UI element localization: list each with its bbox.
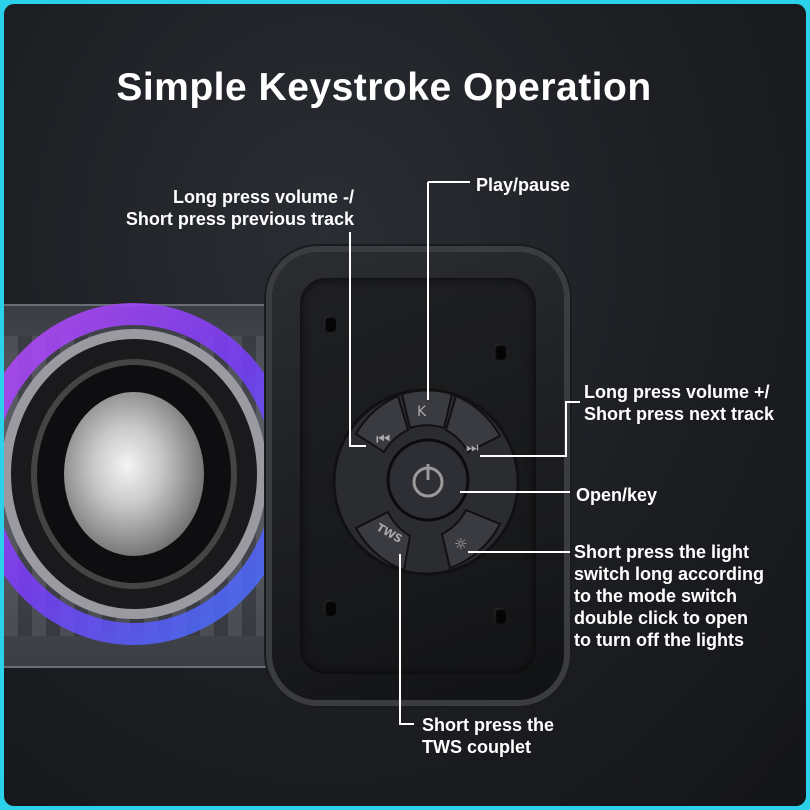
next-label-line: Short press next track bbox=[584, 404, 775, 424]
light-label: Short press the light switch long accord… bbox=[574, 541, 764, 651]
play-pause-button[interactable]: K bbox=[400, 389, 454, 430]
page-title: Simple Keystroke Operation bbox=[116, 66, 652, 109]
next-label: Long press volume +/ Short press next tr… bbox=[584, 381, 774, 425]
next-button[interactable]: ⏭ bbox=[444, 394, 502, 456]
tws-label-line: TWS couplet bbox=[422, 737, 531, 757]
prev-label: Long press volume -/ Short press previou… bbox=[126, 186, 354, 230]
tws-label-text: Short press the TWS couplet bbox=[422, 714, 554, 758]
light-icon: ☼ bbox=[454, 535, 467, 553]
prev-button[interactable]: ⏮ bbox=[354, 394, 410, 454]
light-label-line: switch long according bbox=[574, 564, 765, 584]
skip-previous-icon: ⏮ bbox=[376, 429, 390, 448]
tws-label-line: Short press the bbox=[422, 715, 555, 735]
light-label-line: double click to open bbox=[574, 608, 749, 628]
woofer-cone bbox=[64, 392, 204, 556]
play-label: Play/pause bbox=[476, 175, 571, 195]
screw bbox=[324, 316, 336, 332]
product-image: ⏮ K ⏭ ☼ TWS bbox=[4, 4, 806, 806]
speaker-graphic bbox=[4, 303, 295, 645]
skip-next-icon: ⏭ bbox=[466, 440, 479, 456]
screw bbox=[324, 600, 336, 616]
light-label-line: Short press the light bbox=[574, 542, 750, 562]
callout-lines bbox=[349, 181, 580, 725]
prev-label-line: Short press previous track bbox=[125, 209, 354, 229]
button-cluster: ⏮ K ⏭ ☼ TWS bbox=[332, 181, 580, 725]
play-pause-icon: K bbox=[417, 404, 427, 420]
power-button[interactable] bbox=[386, 438, 470, 522]
next-label-line: Long press volume +/ bbox=[584, 382, 770, 402]
power-label: Open/key bbox=[576, 485, 658, 505]
light-label-line: to turn off the lights bbox=[574, 630, 744, 650]
light-label-line: to the mode switch bbox=[574, 586, 738, 606]
screw bbox=[494, 344, 506, 360]
screw bbox=[494, 608, 506, 624]
prev-label-line: Long press volume -/ bbox=[172, 187, 354, 207]
light-button[interactable]: ☼ bbox=[440, 508, 502, 570]
